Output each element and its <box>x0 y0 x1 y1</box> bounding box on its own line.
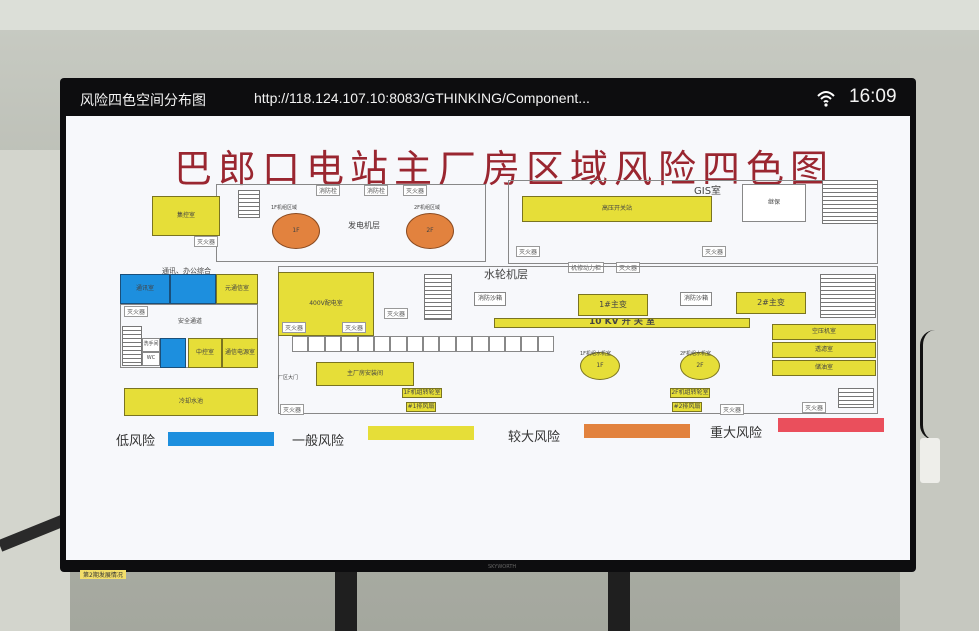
stairs <box>238 190 260 218</box>
fan-1[interactable]: #1排风扇 <box>406 402 436 412</box>
extinguisher-tag: 灭火器 <box>282 322 307 333</box>
safety-passage-label: 安全通道 <box>178 318 203 325</box>
relay-room[interactable]: 继保 <box>742 184 806 222</box>
extinguisher-tag: 灭火器 <box>616 262 641 273</box>
ceiling <box>0 0 979 30</box>
legend-low-swatch <box>168 432 274 446</box>
unit2-generator[interactable]: 2F <box>406 213 454 249</box>
low-risk-room-3[interactable] <box>160 338 186 368</box>
gis-room-label: GIS室 <box>694 186 722 197</box>
oil-filter-room[interactable]: 透滤室 <box>772 342 876 358</box>
unit1-area-label: 1F机组区域 <box>271 205 298 211</box>
kv-switch-room[interactable]: 10 KV 开 关 室 <box>494 318 750 328</box>
unit1-runner-room[interactable]: 1F机组转轮室 <box>402 388 442 398</box>
legend-higher-label: 较大风险 <box>508 429 561 444</box>
extinguisher-tag: 灭火器 <box>516 246 541 257</box>
main-transformer-1[interactable]: 1#主变 <box>578 294 648 316</box>
extinguisher-tag: 灭火器 <box>194 236 219 247</box>
legend-general-swatch <box>368 426 474 440</box>
legend-major-swatch <box>778 418 884 432</box>
power-cable <box>920 330 950 440</box>
unit2-runner-room[interactable]: 2F机组转轮室 <box>670 388 710 398</box>
clock: 16:09 <box>849 86 897 107</box>
unit2-area-label: 2F机组区域 <box>414 205 441 211</box>
url-bar[interactable]: http://118.124.107.10:8083/GTHINKING/Com… <box>254 90 590 106</box>
factory-gate-label: 厂区大门 <box>278 375 299 381</box>
wc-room[interactable]: WC <box>142 352 160 366</box>
extinguisher-tag: 灭火器 <box>384 308 409 319</box>
turbine-floor-label: 水轮机层 <box>484 268 528 281</box>
extinguisher-tag: 灭火器 <box>802 402 827 413</box>
extinguisher-tag: 灭火器 <box>720 404 745 415</box>
low-risk-room-2[interactable] <box>170 274 216 304</box>
tv-stand-right <box>608 566 630 631</box>
wall-outlet <box>920 438 940 483</box>
bottom-stairs <box>838 388 874 408</box>
left-pillar <box>0 150 70 631</box>
fire-hydrant-tag: 消防栓 <box>364 185 389 196</box>
comm-power-room[interactable]: 通信电源室 <box>222 338 258 368</box>
risk-legend: 低风险 一般风险 较大风险 重大风险 <box>66 416 910 448</box>
fan-2[interactable]: #2排风扇 <box>672 402 702 412</box>
legend-general-label: 一般风险 <box>292 433 345 448</box>
middle-control-room[interactable]: 中控室 <box>188 338 222 368</box>
cooling-water-pool[interactable]: 冷却水池 <box>124 388 258 416</box>
risk-map-screen: 巴郎口电站主厂房区域风险四色图 集控室 发电机层 1F机组区域 2F机组区域 1… <box>66 116 910 560</box>
turbine-bays <box>292 336 554 352</box>
tv-brand-logo: SKYWORTH <box>488 564 517 570</box>
extinguisher-tag: 灭火器 <box>280 404 305 415</box>
turbine-floor-outline <box>278 266 878 414</box>
unit1-pit-label: 1F机组水机室 <box>580 351 612 357</box>
legend-major-label: 重大风险 <box>710 425 763 440</box>
main-transformer-2[interactable]: 2#主变 <box>736 292 806 314</box>
extinguisher-tag: 灭火器 <box>124 306 149 317</box>
tv-frame: 风险四色空间分布图 http://118.124.107.10:8083/GTH… <box>60 78 916 579</box>
tv-stand-left <box>335 566 357 631</box>
air-compressor-room[interactable]: 空压机室 <box>772 324 876 340</box>
right-stairs <box>820 274 876 318</box>
page-title: 巴郎口电站主厂房区域风险四色图 <box>173 147 834 191</box>
tab-title[interactable]: 风险四色空间分布图 <box>80 92 206 108</box>
generator-floor-label: 发电机层 <box>348 221 380 230</box>
oil-storage-room[interactable]: 储油室 <box>772 360 876 376</box>
wifi-icon <box>817 91 835 107</box>
comm-stairs <box>122 326 142 366</box>
unit2-pit-label: 2F机组水机室 <box>680 351 712 357</box>
legend-higher-swatch <box>584 424 690 438</box>
extinguisher-tag: 灭火器 <box>342 322 367 333</box>
central-control-room[interactable]: 集控室 <box>152 196 220 236</box>
fire-sand-box-2[interactable]: 消防沙箱 <box>680 292 712 306</box>
fire-sand-box-1[interactable]: 消防沙箱 <box>474 292 506 306</box>
installation-bay[interactable]: 主厂房安装间 <box>316 362 414 386</box>
fire-hydrant-tag: 消防栓 <box>316 185 341 196</box>
power-cabinet-tag: 机修动力柜 <box>568 262 605 273</box>
extinguisher-tag: 灭火器 <box>702 246 727 257</box>
hv-switch-station[interactable]: 高压开关站 <box>522 196 712 222</box>
legend-low-label: 低风险 <box>116 433 156 448</box>
browser-statusbar: 风险四色空间分布图 http://118.124.107.10:8083/GTH… <box>64 82 912 114</box>
comm-room-2[interactable]: 元通信室 <box>216 274 258 304</box>
wash-room[interactable]: 洗手间 <box>142 338 160 352</box>
unit1-pit[interactable]: 1F <box>580 352 620 380</box>
gis-stairs <box>822 180 878 224</box>
unit1-generator[interactable]: 1F <box>272 213 320 249</box>
corner-label: 第2期发展情况 <box>80 570 126 579</box>
low-risk-room-1[interactable]: 通讯室 <box>120 274 170 304</box>
center-stairs <box>424 274 452 320</box>
extinguisher-tag: 灭火器 <box>403 185 428 196</box>
unit2-pit[interactable]: 2F <box>680 352 720 380</box>
comm-office-label: 通讯、办公综合 <box>162 267 211 275</box>
